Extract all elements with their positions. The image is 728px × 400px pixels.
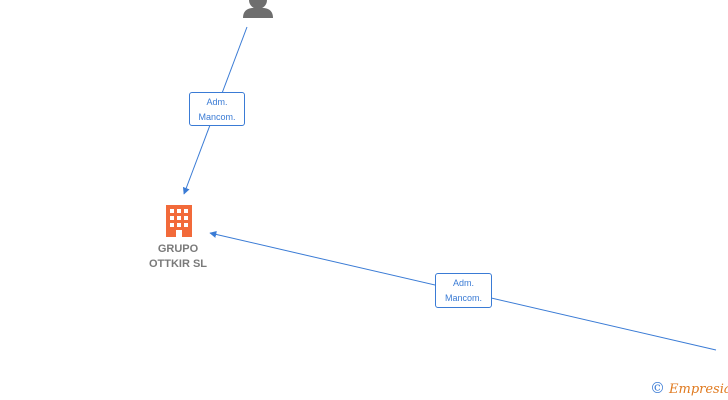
edge-label-1[interactable]: Adm. Mancom. bbox=[189, 92, 245, 126]
edge-label-2-line2: Mancom. bbox=[444, 293, 482, 303]
empresia-watermark: ©EmpresiaSé bbox=[650, 379, 728, 397]
watermark-brand: Empresia bbox=[669, 382, 728, 397]
edge-label-2-line1: Adm. bbox=[452, 278, 474, 288]
edge-label-2[interactable]: Adm. Mancom. bbox=[435, 273, 492, 308]
company-name-line1: GRUPO bbox=[157, 243, 199, 255]
company-name-line2: OTTKIR SL bbox=[148, 258, 208, 270]
person-icon[interactable] bbox=[243, 0, 273, 18]
company-name-label[interactable]: GRUPO OTTKIR SL bbox=[128, 242, 228, 272]
edge-label-1-line1: Adm. bbox=[206, 97, 228, 107]
edge-label-1-line2: Mancom. bbox=[198, 112, 236, 122]
building-icon[interactable] bbox=[166, 205, 192, 237]
copyright-icon: © bbox=[650, 379, 665, 397]
